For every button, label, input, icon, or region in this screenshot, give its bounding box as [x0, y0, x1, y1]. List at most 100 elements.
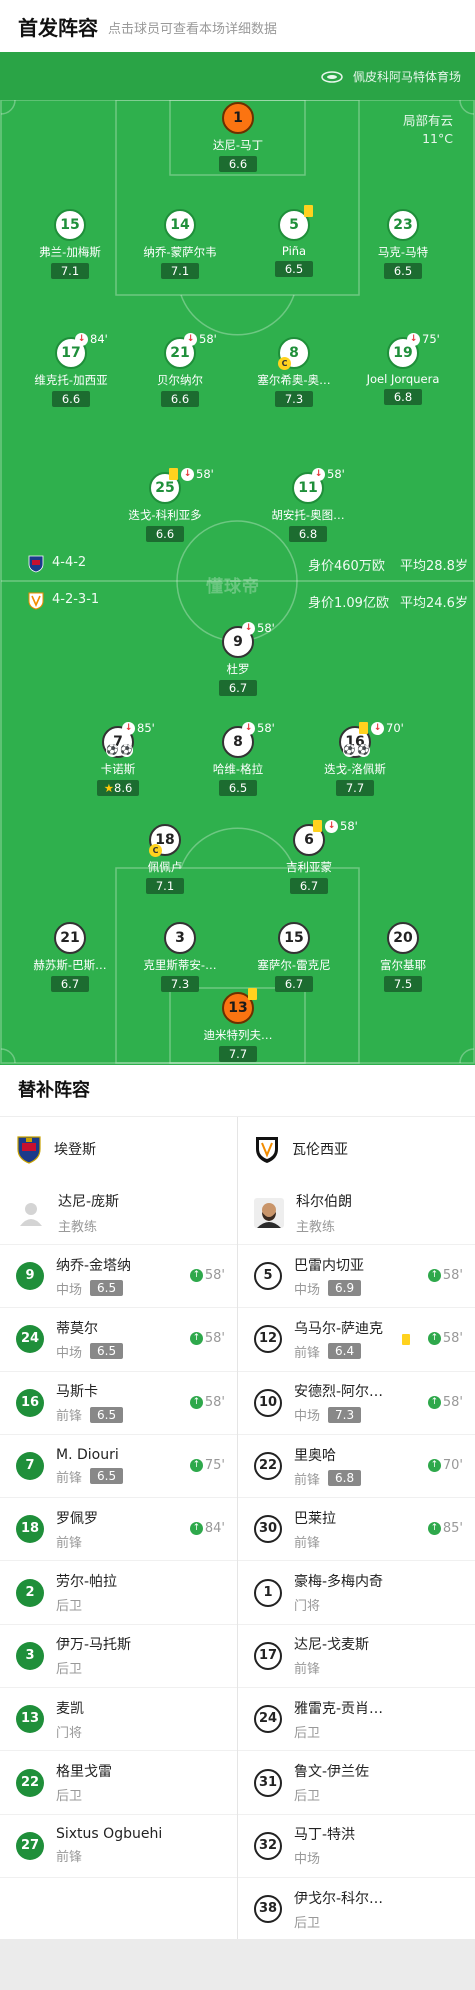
- sub-player-rating: 6.5: [90, 1406, 124, 1423]
- player-rating: 6.7: [51, 976, 89, 992]
- sub-minute: 85': [137, 721, 155, 735]
- player-name: Joel Jorquera: [366, 372, 440, 386]
- player-home-lm[interactable]: 19 ↓75' Joel Jorquera 6.8: [323, 332, 475, 405]
- player-away-am[interactable]: 8 ↓58' 哈维-格拉 6.5: [158, 721, 318, 796]
- sub-player-name: 伊万-马托斯: [56, 1637, 132, 1654]
- player-home-st2[interactable]: 11 ↓58' 胡安托-奥图… 6.8: [228, 467, 388, 542]
- sub-player-meta: 前锋: [294, 1532, 475, 1551]
- away-team-header[interactable]: 瓦伦西亚: [238, 1117, 475, 1181]
- player-home-lb[interactable]: 23 马克-马特 6.5: [323, 209, 475, 279]
- player-away-st[interactable]: 9 ↓58' 杜罗 6.7: [158, 621, 318, 696]
- player-name: 迪米特列夫…: [203, 1028, 273, 1042]
- sub-player-info: 劳尔-帕拉后卫: [56, 1571, 237, 1614]
- sub-player-number: 16: [16, 1388, 44, 1417]
- sub-in-minute: 75': [204, 1457, 225, 1473]
- sub-player-meta: 后卫: [294, 1912, 475, 1931]
- sub-minute: 58': [257, 621, 275, 635]
- sub-in-minute: 58': [442, 1268, 463, 1283]
- home-team-header[interactable]: 埃登斯: [0, 1117, 237, 1181]
- player-away-cb2[interactable]: 15 塞萨尔-雷克尼 6.7: [214, 922, 374, 992]
- sub-player-name: 马丁-特洪: [294, 1827, 356, 1844]
- stadium-icon: [321, 70, 343, 83]
- sub-player-name: 罗佩罗: [56, 1510, 98, 1527]
- sub-in-icon: ↑: [427, 1522, 441, 1536]
- player-number: 13: [222, 992, 254, 1024]
- home-avg-age: 平均28.8岁: [400, 559, 468, 574]
- player-away-lw[interactable]: 16 ↓70' ⚽ ⚽ 迭戈-洛佩斯 7.7: [275, 721, 435, 796]
- sub-player-number: 22: [16, 1768, 44, 1797]
- player-home-cb1[interactable]: 14 纳乔-蒙萨尔韦 7.1: [100, 209, 260, 279]
- sub-player-name: 伊戈尔-科尔…: [294, 1890, 384, 1907]
- player-rating: 6.5: [219, 780, 257, 796]
- sub-in-indicator: ↑58': [189, 1395, 225, 1410]
- home-coach[interactable]: 达尼-庞斯 主教练: [0, 1181, 237, 1245]
- sub-out-icon: ↓: [407, 332, 420, 346]
- player-home-rb[interactable]: 15 弗兰-加梅斯 7.1: [0, 209, 150, 279]
- player-home-cm2[interactable]: 8 C 塞尔希奥-奥… 7.3: [214, 337, 374, 407]
- sub-player-position: 前锋: [56, 1535, 83, 1551]
- away-team-logo-icon: [256, 1137, 278, 1163]
- player-away-rw[interactable]: 7 ↓85' ⚽ ⚽ 卡诺斯 8.6: [38, 721, 198, 796]
- sub-in-minute: 58': [204, 1331, 225, 1347]
- player-home-rm[interactable]: 17 ↓84' 维克托-加西亚 6.6: [0, 332, 151, 407]
- sub-player-position: 后卫: [56, 1599, 83, 1615]
- away-coach[interactable]: 科尔伯朗 主教练: [238, 1181, 475, 1245]
- sub-out-icon: ↓: [242, 721, 255, 735]
- player-away-dm2[interactable]: 6 ↓58' 吉利亚蒙 6.7: [229, 819, 389, 894]
- player-number: 15: [54, 209, 86, 241]
- sub-player-meta: 后卫: [56, 1658, 237, 1677]
- sub-player-name: 劳尔-帕拉: [56, 1574, 118, 1591]
- assist-icon: ⚽: [120, 744, 133, 757]
- player-away-dm1[interactable]: 18 C 佩佩卢 7.1: [85, 824, 245, 894]
- sub-player-meta: 门将: [56, 1722, 237, 1741]
- player-home-cb2[interactable]: 5 Piña 6.5: [214, 205, 374, 277]
- sub-player-info: 雅雷克-贡肖…后卫: [294, 1698, 475, 1741]
- sub-in-icon: ↑: [427, 1395, 441, 1409]
- player-home-cm1[interactable]: 21 ↓58' 贝尔纳尔 6.6: [100, 332, 260, 407]
- sub-out-icon: ↓: [325, 819, 338, 833]
- player-home-st1[interactable]: 25 ↓58' 迭戈-科利亚多 6.6: [85, 467, 245, 542]
- player-rating: 6.6: [146, 526, 184, 542]
- sub-player-name: 纳乔-金塔纳: [56, 1257, 132, 1274]
- player-away-gk[interactable]: 13 迪米特列夫… 7.7: [158, 988, 318, 1062]
- player-away-rb[interactable]: 21 赫苏斯-巴斯… 6.7: [0, 922, 150, 992]
- player-home-gk[interactable]: 1 达尼-马丁 6.6: [158, 102, 318, 172]
- player-rating: 7.1: [146, 878, 184, 894]
- pitch: 佩皮科阿马特体育场 局部有云 11°C 1 达尼-马丁 6.6 15 弗兰-加梅…: [0, 52, 475, 1065]
- sub-player-position: 后卫: [294, 1789, 321, 1805]
- sub-player-position: 后卫: [294, 1915, 321, 1931]
- sub-player-position: 门将: [56, 1725, 83, 1741]
- sub-in-indicator: ↑75': [189, 1457, 225, 1473]
- player-number: 1: [222, 102, 254, 134]
- sub-player-info: 麦凯门将: [56, 1698, 237, 1741]
- player-away-cb1[interactable]: 3 克里斯蒂安-… 7.3: [100, 922, 260, 992]
- player-number: 21: [54, 922, 86, 954]
- player-away-lb[interactable]: 20 富尔基耶 7.5: [323, 922, 475, 992]
- player-rating: 6.6: [161, 391, 199, 407]
